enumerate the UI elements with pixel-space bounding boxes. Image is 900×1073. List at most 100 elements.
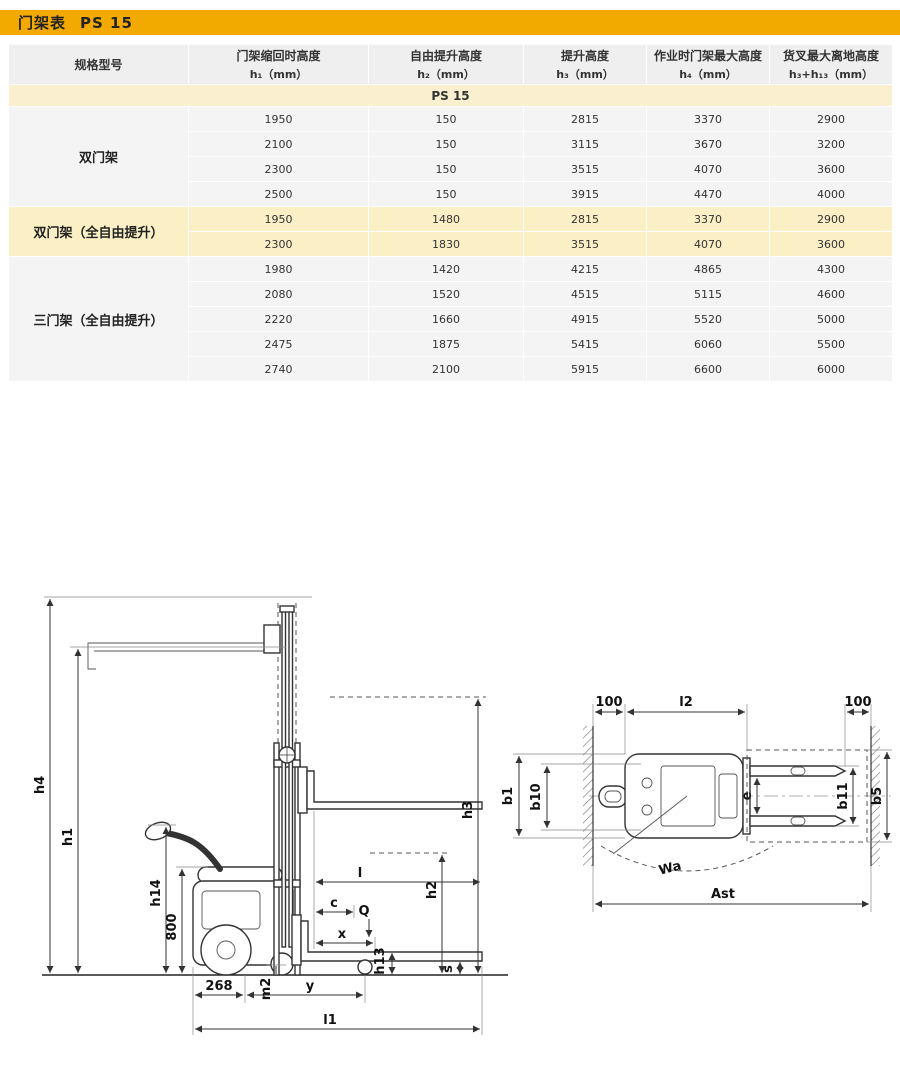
group-name-triplex-full-free: 三门架（全自由提升）: [8, 256, 189, 382]
spec-value: 3600: [769, 156, 893, 182]
spec-value: 5115: [646, 281, 770, 307]
group-name-duplex-full-free: 双门架（全自由提升）: [8, 206, 189, 257]
stacker-top-view-drawing: 100 l2 100 b1 b10 b11 b5 e: [501, 695, 892, 912]
dim-label-b1: b1: [501, 787, 516, 805]
dim-label-l2: l2: [679, 695, 693, 710]
spec-value: 4070: [646, 156, 770, 182]
spec-value: 150: [368, 131, 524, 157]
spec-value: 3200: [769, 131, 893, 157]
spec-value: 4300: [769, 256, 893, 282]
spec-value: 2740: [188, 356, 369, 382]
col-header-unit: h₄（mm）: [679, 68, 737, 81]
spec-value: 6600: [646, 356, 770, 382]
col-header-model: 规格型号: [8, 44, 189, 85]
fork-left: [749, 765, 847, 777]
dim-label-s: s: [441, 965, 456, 973]
phantom-carriage: [263, 624, 281, 654]
aisle-walls: [583, 726, 880, 866]
spec-value: 5415: [523, 331, 647, 357]
dim-label-h3: h3: [461, 801, 476, 819]
spec-value: 2300: [188, 231, 369, 257]
tiller-handle: [144, 821, 172, 841]
dim-100-left: 100: [595, 695, 623, 716]
dim-label-c: c: [330, 896, 338, 911]
spec-value: 1420: [368, 256, 524, 282]
dim-l1: l1: [195, 1013, 480, 1033]
table-row: 三门架（全自由提升） 1980 1420 4215 4865 4300: [8, 256, 893, 382]
fork-right: [749, 815, 847, 827]
col-header-title: 提升高度: [560, 49, 609, 63]
page-title: 门架表: [18, 14, 67, 32]
spec-value: 1660: [368, 306, 524, 332]
drive-wheel: [200, 924, 252, 976]
table-row: 2740 2100 5915 6600 6000: [9, 356, 893, 382]
dim-label-100-left: 100: [595, 695, 622, 710]
col-header-h4: 作业时门架最大高度 h₄（mm）: [646, 44, 770, 85]
dim-label-h13: h13: [373, 947, 388, 974]
dim-label-b5: b5: [870, 787, 885, 805]
dim-label-h14: h14: [149, 879, 164, 906]
col-header-title: 作业时门架最大高度: [653, 49, 762, 63]
dim-y: y: [247, 979, 363, 999]
spec-value: 3115: [523, 131, 647, 157]
dim-h4: h4: [33, 599, 54, 973]
table-row: 2100 150 3115 3670 3200: [9, 131, 893, 157]
dim-q: Q: [358, 904, 373, 937]
fork-load-wheel: [790, 816, 806, 826]
dim-label-268: 268: [205, 979, 232, 994]
spec-value: 1830: [368, 231, 524, 257]
col-header-unit: h₁（mm）: [249, 68, 308, 81]
spec-value: 3515: [523, 156, 647, 182]
spec-value: 1950: [188, 106, 369, 132]
side-view-raised-fork: [297, 766, 483, 814]
dim-label-x: x: [338, 927, 347, 942]
model-subheader: PS 15: [8, 84, 893, 107]
mast-top-cap: [279, 605, 295, 613]
tiller-handle-top: [598, 785, 628, 808]
spec-value: 5500: [769, 331, 893, 357]
spec-value: 3670: [646, 131, 770, 157]
table-row: 2220 1660 4915 5520 5000: [9, 306, 893, 332]
wall-right: [871, 726, 880, 866]
stacker-side-view-drawing: h4 h1 h14 800 h2 h3 h13 s: [33, 596, 508, 1035]
spec-value: 5915: [523, 356, 647, 382]
dim-l2: l2: [627, 695, 745, 716]
table-row: 双门架（全自由提升） 1950 1480 2815 3370 2900: [8, 206, 893, 257]
spec-value: 3915: [523, 181, 647, 207]
mast-inner-rail: [288, 610, 294, 948]
dim-h14: h14: [149, 827, 170, 973]
dim-label-l1: l1: [323, 1013, 337, 1028]
dim-label-y: y: [306, 979, 315, 994]
wall-left: [583, 726, 593, 866]
spec-value: 2900: [769, 206, 893, 232]
drive-wheel-top: [641, 777, 653, 789]
dim-label-l: l: [358, 866, 362, 881]
col-header-title: 自由提升高度: [409, 49, 482, 63]
mast-inner-rail: [281, 610, 287, 948]
spec-value: 2815: [523, 206, 647, 232]
fork-blade-raised: [306, 770, 483, 810]
title-bar: 门架表 PS 15: [0, 10, 900, 35]
spec-value: 1980: [188, 256, 369, 282]
model-subheader-row: PS 15: [8, 84, 893, 107]
dim-b10: b10: [529, 766, 551, 828]
load-wheel: [357, 959, 373, 975]
dim-h3: h3: [461, 699, 482, 973]
spec-value: 1520: [368, 281, 524, 307]
spec-value: 4070: [646, 231, 770, 257]
truck-body-top: [624, 753, 744, 839]
fork-load-wheel: [790, 766, 806, 776]
table-row: 2475 1875 5415 6060 5500: [9, 331, 893, 357]
spec-value: 3515: [523, 231, 647, 257]
fork-carriage-raised: [297, 766, 308, 814]
dim-label-q: Q: [358, 904, 369, 919]
dim-ast: Ast: [595, 887, 869, 908]
table-row: 2300 1830 3515 4070 3600: [9, 231, 893, 257]
table-row: 2500 150 3915 4470 4000: [9, 181, 893, 207]
col-header-unit: h₂（mm）: [417, 68, 475, 81]
spec-value: 3370: [646, 206, 770, 232]
spec-value: 150: [368, 106, 524, 132]
dim-label-ast: Ast: [711, 887, 735, 902]
